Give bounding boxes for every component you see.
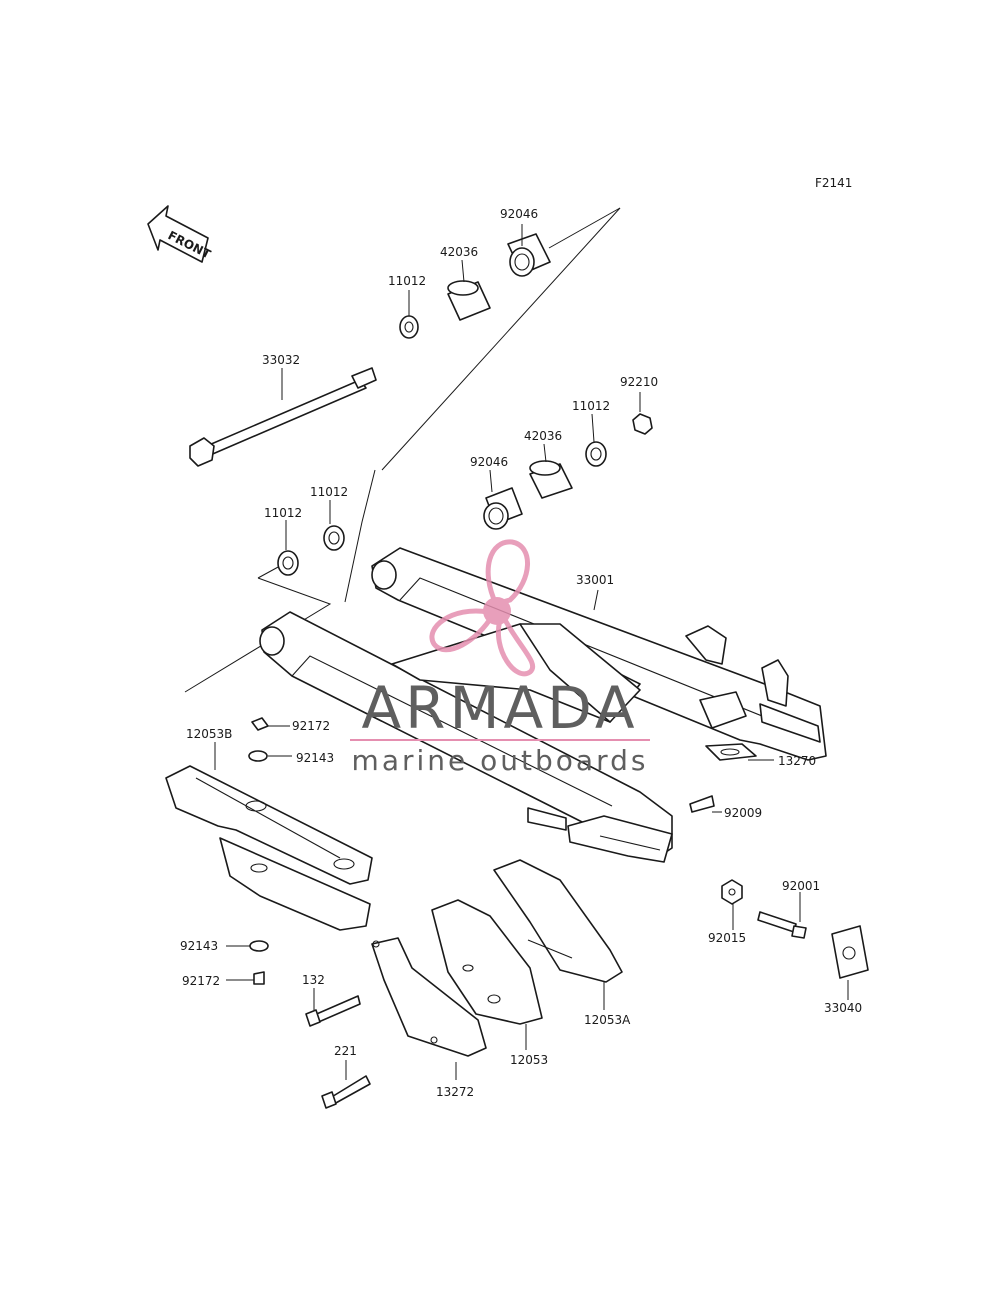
bolt-221 — [321, 1075, 371, 1109]
label-92015: 92015 — [708, 931, 746, 945]
label-12053A: 12053A — [584, 1013, 631, 1027]
label-13270: 13270 — [778, 754, 816, 768]
label-12053: 12053 — [510, 1053, 548, 1067]
pivot-shaft-33032 — [189, 367, 377, 467]
label-33032: 33032 — [262, 353, 300, 367]
label-11012-mid: 11012 — [572, 399, 610, 413]
label-92046-top: 92046 — [500, 207, 538, 221]
mid-pivot-parts — [277, 441, 607, 576]
label-92001: 92001 — [782, 879, 820, 893]
label-33001: 33001 — [576, 573, 614, 587]
label-221: 221 — [334, 1044, 357, 1058]
leader-lines — [214, 224, 849, 1080]
watermark-tagline: marine outboards — [352, 744, 649, 777]
label-92143-top: 92143 — [296, 751, 334, 765]
propeller-logo-icon — [429, 539, 536, 677]
washer-92143-bot — [249, 940, 269, 952]
chain-guide-12053A — [493, 859, 623, 983]
bolt-92172-top — [251, 717, 269, 731]
label-92172-bot: 92172 — [182, 974, 220, 988]
top-pivot-parts — [399, 233, 653, 435]
part-number-labels: 92046 42036 11012 33032 92210 11012 4203… — [180, 207, 862, 1099]
figure-code: F2141 — [815, 176, 852, 190]
label-92210: 92210 — [620, 375, 658, 389]
label-33040: 33040 — [824, 1001, 862, 1015]
label-92046-mid: 92046 — [470, 455, 508, 469]
section-divider-lines — [184, 207, 621, 693]
bolt-92001 — [757, 911, 807, 939]
label-92143-bot: 92143 — [180, 939, 218, 953]
block-33040 — [831, 925, 869, 979]
armada-watermark: ARMADA marine outboards — [350, 539, 650, 777]
label-11012-left2: 11012 — [310, 485, 348, 499]
bolt-132 — [305, 995, 361, 1027]
label-13272: 13272 — [436, 1085, 474, 1099]
screw-92009 — [689, 795, 715, 813]
watermark-brand: ARMADA — [361, 674, 638, 742]
label-92009: 92009 — [724, 806, 762, 820]
label-42036-mid: 42036 — [524, 429, 562, 443]
adjuster-plate-13270 — [705, 743, 757, 761]
front-arrow-icon: FRONT — [147, 205, 214, 263]
propeller-blade-left — [429, 608, 496, 653]
chain-guide-12053 — [431, 899, 543, 1025]
nut-92015 — [721, 879, 743, 905]
washer-92143-top — [248, 750, 268, 762]
label-132: 132 — [302, 973, 325, 987]
label-42036-top: 42036 — [440, 245, 478, 259]
label-11012-left1: 11012 — [264, 506, 302, 520]
propeller-blade-right — [496, 614, 536, 677]
propeller-hub — [483, 597, 511, 625]
propeller-blade-top — [485, 539, 530, 607]
label-12053B: 12053B — [186, 727, 232, 741]
label-92172-top: 92172 — [292, 719, 330, 733]
label-11012-top: 11012 — [388, 274, 426, 288]
bolt-92172-bot — [253, 971, 265, 985]
chain-slider-12053B — [165, 765, 373, 931]
guard-plate-13272 — [371, 937, 487, 1057]
